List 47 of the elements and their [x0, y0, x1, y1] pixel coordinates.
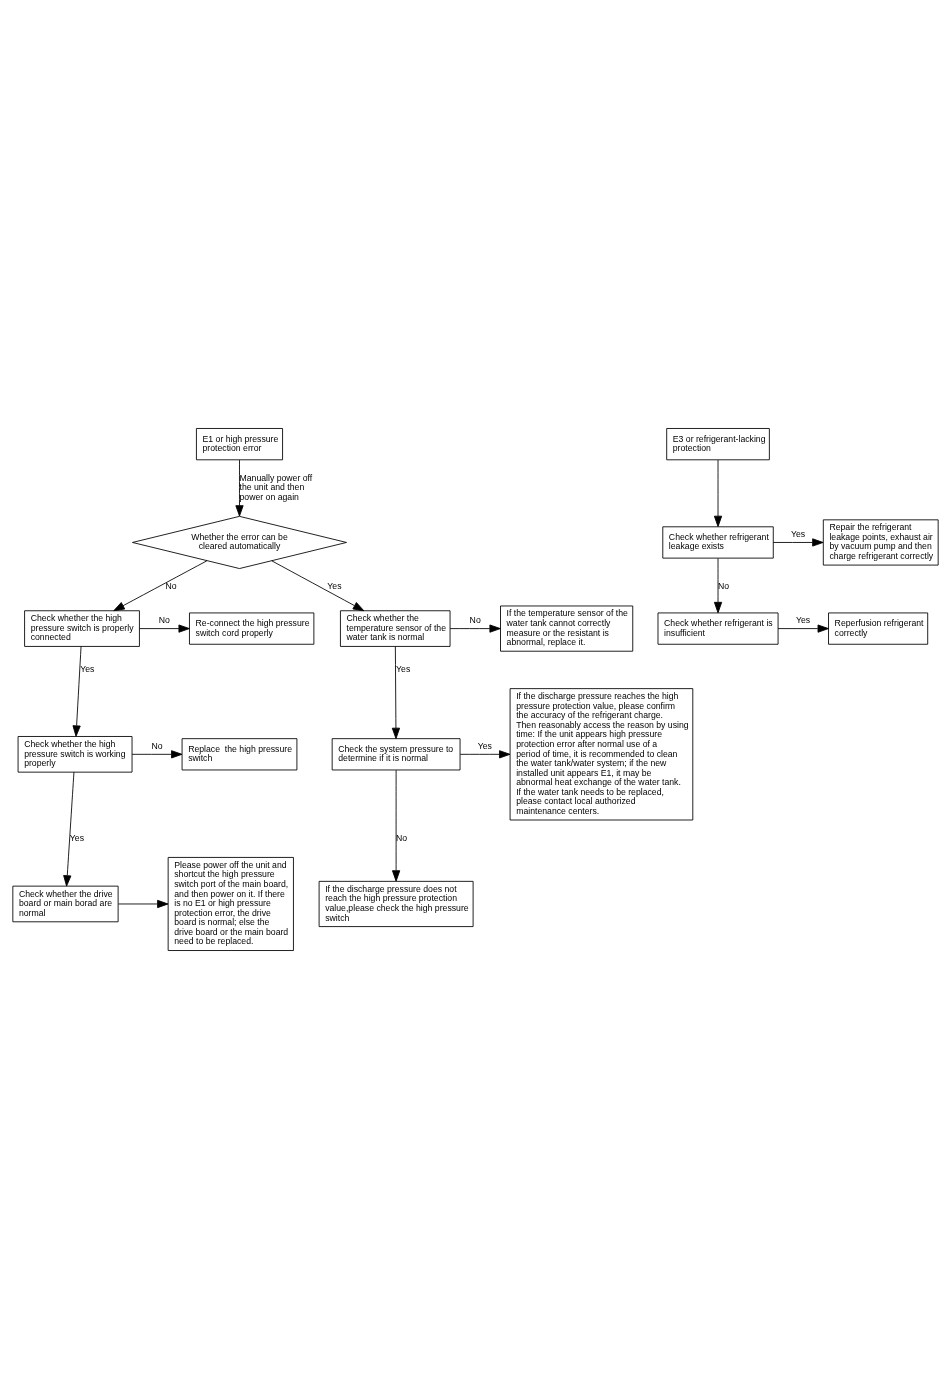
node-box: Replace the high pressure switch	[181, 738, 297, 771]
node-box: Check whether the high pressure switch is working properly	[17, 736, 132, 773]
arrow	[234, 459, 244, 517]
arrow	[391, 646, 400, 740]
arrow	[131, 750, 182, 759]
node-diamond: Whether the error can be cleared automatically	[131, 515, 347, 569]
node-box: Check whether the drive board or main borad are normal	[11, 885, 119, 923]
edge-label: No	[158, 615, 170, 626]
node-box: Re-connect the high pressure switch cord properly	[188, 612, 314, 645]
node-box: Check whether the high pressure switch is properly connected	[23, 610, 140, 647]
arrow	[713, 558, 722, 614]
arrow	[72, 646, 81, 737]
node-box: If the temperature sensor of the water tank cannot correctly measure or the resistant is abnormal, replace it.	[499, 605, 633, 652]
arrow	[112, 560, 207, 612]
node-box: Check whether the temperature sensor of the water tank is normal	[339, 610, 450, 647]
edge-label: Yes	[79, 664, 94, 675]
arrow	[138, 624, 190, 633]
arrow	[449, 624, 501, 633]
edge-label: Yes	[326, 581, 342, 592]
edge-label: Yes	[69, 832, 84, 843]
edge-label: Yes	[790, 529, 805, 540]
node-box: Please power off the unit and shortcut the high pressure switch port of the main board, and then power on it. If there is no E1 or high pressure protection error, the drive board is normal; else the drive board or the main board need to be replaced.	[167, 857, 294, 951]
node-box: E3 or refrigerant-lacking protection	[665, 428, 770, 461]
node-box: If the discharge pressure does not reach the high pressure protection value,please check the high pressure switch	[318, 880, 474, 928]
arrow	[117, 899, 168, 909]
node-box: If the discharge pressure reaches the high pressure protection value, please confirm the accuracy of the refrigerant charge. Then reasonably access the reason by using time: If the unit appears high pressure protection error after normal use of a period of time, it is recommended to clean the water tank/water system; if the new installed unit appears E1, it may be abnormal heat exchange of the water tank. If the water tank needs to be replaced, please contact local authorized maintenance centers.	[509, 688, 693, 821]
arrow	[270, 560, 364, 612]
edge-label: No	[165, 581, 177, 592]
arrow	[391, 769, 400, 882]
edge-label: No	[469, 615, 481, 626]
node-box: Check whether refrigerant is insufficient	[657, 612, 778, 645]
edge-label: Yes	[477, 741, 492, 752]
edge-label: No	[717, 581, 729, 592]
arrow	[459, 750, 510, 759]
node-box: E1 or high pressure protection error	[195, 428, 283, 461]
node-box: Check whether refrigerant leakage exists	[661, 526, 774, 559]
arrow	[713, 459, 722, 528]
edge-label: Yes	[395, 664, 410, 675]
arrow	[772, 538, 823, 547]
arrow	[62, 771, 74, 887]
edge-label: Yes	[795, 615, 810, 626]
arrow	[777, 624, 829, 633]
edge-label: No	[395, 832, 407, 843]
node-box: Check the system pressure to determine if it is normal	[331, 738, 460, 771]
node-box: Repair the refrigerant leakage points, exhaust air by vacuum pump and then charge refrigerant correctly	[822, 519, 939, 566]
edge-label: No	[150, 741, 163, 752]
node-box: Reperfusion refrigerant correctly	[827, 612, 928, 645]
